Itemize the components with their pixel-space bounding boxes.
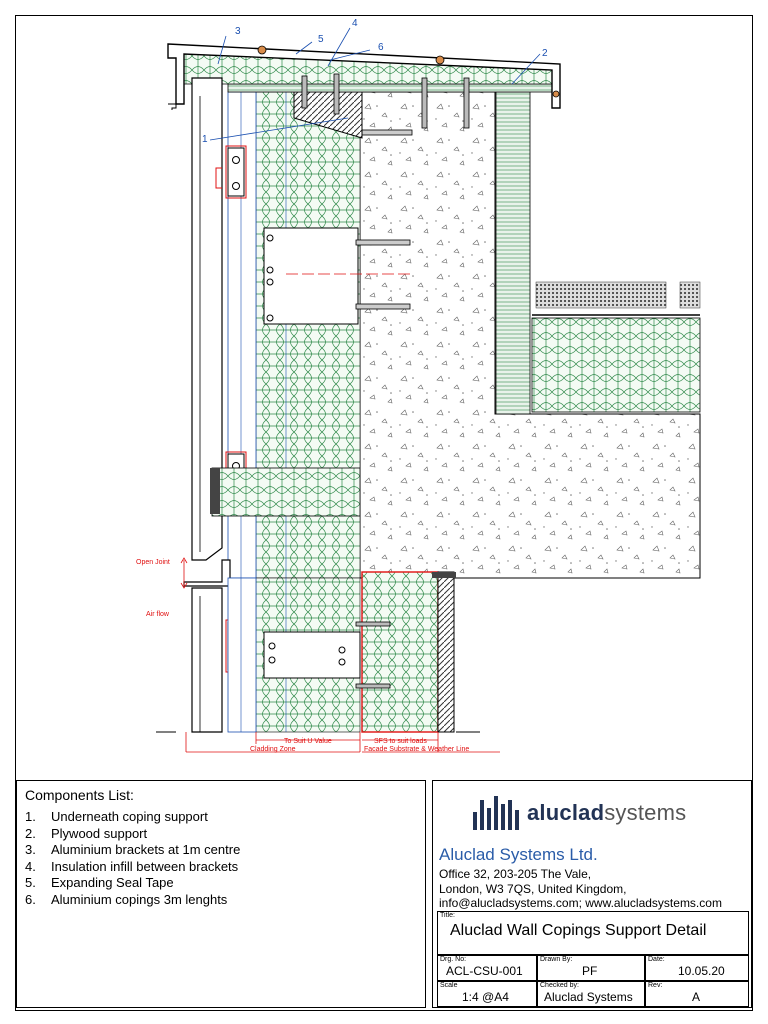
- plywood-upstand: [495, 91, 531, 415]
- callout-4: 4: [352, 18, 358, 29]
- wall-anchors: [355, 129, 413, 310]
- aluminium-bracket-lower: [263, 631, 361, 679]
- logo-wordmark: alucladsystems: [527, 800, 687, 825]
- sfs-substrate: [361, 571, 439, 733]
- checked-by-cell: Checked by: Aluclad Systems: [537, 981, 645, 1007]
- coping-screws: [257, 45, 560, 129]
- open-joint-label: Open Joint: [136, 559, 170, 566]
- aluminium-coping: [167, 43, 561, 109]
- revision-cell: Rev: A: [645, 981, 749, 1007]
- component-item: 1.Underneath coping support: [25, 809, 208, 824]
- components-items: 1.Underneath coping support 2.Plywood su…: [25, 809, 417, 909]
- roof-insulation: [531, 317, 701, 413]
- callout-6: 6: [378, 42, 384, 53]
- drawn-by-cell: Drawn By: PF: [537, 955, 645, 981]
- scale-cell: Scale 1:4 @A4: [437, 981, 537, 1007]
- callout-3: 3: [235, 26, 241, 37]
- cladding-zone-label: Cladding Zone: [250, 746, 296, 753]
- facade-substrate-label: Facade Substrate & Weather Line: [364, 746, 469, 753]
- company-name: Aluclad Systems Ltd.: [439, 845, 598, 864]
- drawn-by: PF: [582, 964, 598, 978]
- cladding-panel-lower: [191, 587, 223, 733]
- component-item: 6.Aluminium copings 3m lenghts: [25, 891, 228, 907]
- drawing-date: 10.05.20: [678, 964, 725, 978]
- roof-grille-2: [679, 281, 701, 309]
- drawing-number: ACL-CSU-001: [446, 964, 523, 978]
- sfs-board: [437, 571, 455, 733]
- revision: A: [692, 990, 701, 1004]
- callout-5: 5: [318, 34, 324, 45]
- callout-1: 1: [202, 134, 208, 145]
- checked-by: Aluclad Systems: [544, 990, 633, 1004]
- component-item: 2.Plywood support: [25, 825, 148, 841]
- air-flow-label: Air flow: [146, 611, 170, 618]
- aluminium-bracket-upper: [263, 227, 359, 325]
- cavity-barrier: [211, 467, 361, 517]
- company-address: Office 32, 203-205 The Vale, London, W3 …: [439, 867, 722, 910]
- sfs-fixings: [355, 621, 391, 689]
- to-suit-u-value-label: To Suit U Value: [284, 738, 332, 745]
- open-joint-flashing: [183, 559, 231, 587]
- drawing-title: Aluclad Wall Copings Support Detail: [450, 922, 707, 939]
- title-block: alucladsystems Aluclad Systems Ltd. Offi…: [432, 780, 752, 1008]
- drawing-sheet-border: [15, 15, 753, 1011]
- components-heading: Components List:: [25, 787, 134, 803]
- section-drawing: 1 2 3 4 5 6 Open Joint Air flow To Suit …: [136, 18, 701, 753]
- component-item: 4.Insulation infill between brackets: [25, 858, 239, 874]
- company-logo: alucladsystems: [473, 795, 686, 831]
- callout-2: 2: [542, 48, 548, 59]
- logo-bars-icon: [473, 796, 519, 830]
- bracket-zone-lower: [227, 577, 257, 733]
- roof-grille-1: [535, 281, 667, 309]
- sfs-to-suit-loads-label: SFS to suit loads: [374, 738, 427, 745]
- components-list: Components List: 1.Underneath coping sup…: [16, 780, 426, 1008]
- title-cell: Title: Aluclad Wall Copings Support Deta…: [437, 911, 749, 955]
- drg-no-cell: Drg. No: ACL-CSU-001: [437, 955, 537, 981]
- drawing-scale: 1:4 @A4: [462, 990, 509, 1004]
- coping-board: [227, 83, 553, 93]
- date-cell: Date: 10.05.20: [645, 955, 749, 981]
- component-item: 5.Expanding Seal Tape: [25, 875, 174, 891]
- cladding-panel-upper: [191, 77, 223, 561]
- component-item: 3.Aluminium brackets at 1m centre: [25, 842, 241, 858]
